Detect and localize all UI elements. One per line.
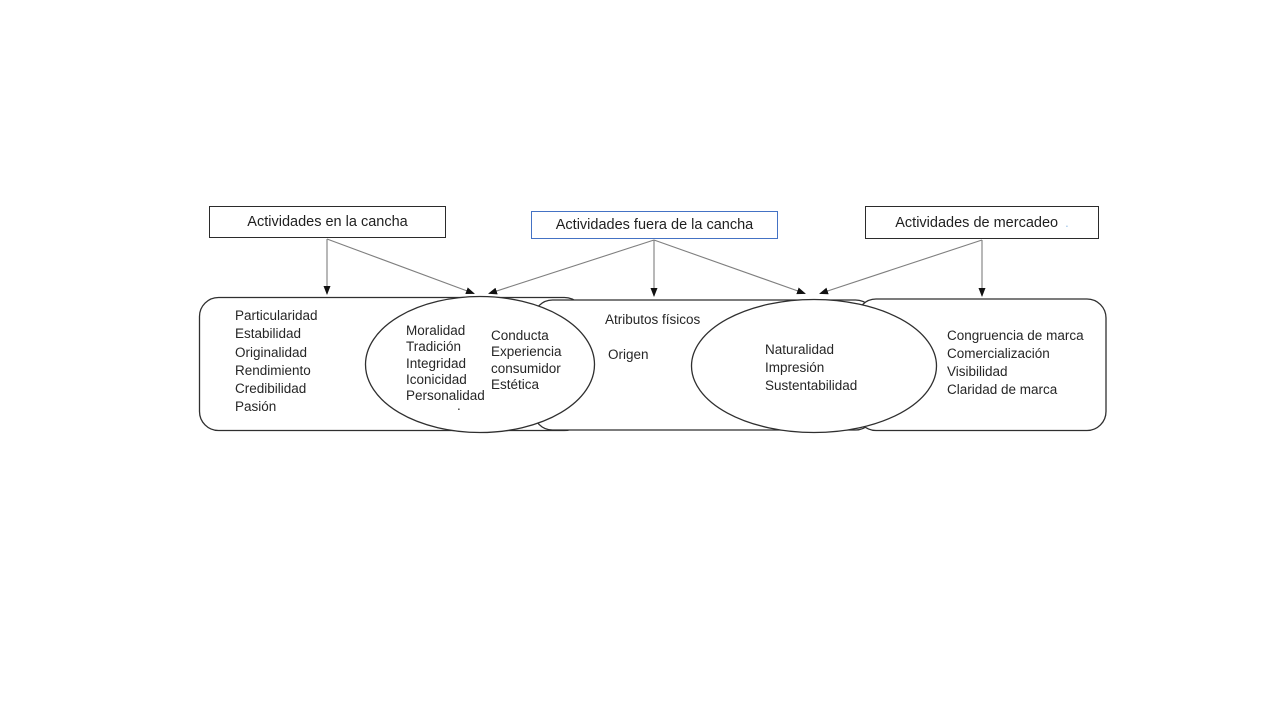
list-item: Naturalidad xyxy=(765,342,835,357)
list-item: Pasión xyxy=(235,399,277,415)
list-item: Estética xyxy=(491,376,540,392)
list-item: Estabilidad xyxy=(235,326,302,342)
activities-marketing-label: Actividades de mercadeo xyxy=(895,214,1059,231)
list-item: Conducta xyxy=(491,328,549,343)
arrow-marketing-to-ellipse2 xyxy=(819,239,983,295)
arrow-offcourt-to-ellipse2 xyxy=(653,239,806,295)
arrow-oncourt-to-ellipse1 xyxy=(326,238,475,295)
activities-on-court-box: Actividades en la cancha xyxy=(209,206,446,238)
overlap1-attributes-column-a: Moralidad Tradición Integridad Iconicida… xyxy=(406,323,485,404)
list-item: Credibilidad xyxy=(235,381,307,397)
list-item: Congruencia de marca xyxy=(947,328,1084,343)
origin-label: Origen xyxy=(608,347,649,362)
overlap-ellipse-offcourt-marketing xyxy=(690,298,938,434)
on-court-attributes-list: Particularidad Estabilidad Originalidad … xyxy=(235,307,318,417)
activities-off-court-label: Actividades fuera de la cancha xyxy=(555,217,754,233)
list-item: Particularidad xyxy=(235,308,318,323)
overlap-ellipse-court-offcourt xyxy=(364,295,596,434)
list-item: Comercialización xyxy=(947,346,1050,361)
list-item: Claridad de marca xyxy=(947,382,1058,397)
list-item: Iconicidad xyxy=(406,371,467,387)
list-item: Experiencia xyxy=(491,344,562,360)
activities-on-court-label: Actividades en la cancha xyxy=(247,214,408,230)
list-item: Moralidad xyxy=(406,323,466,338)
list-item: Originalidad xyxy=(235,344,308,360)
list-item: Tradición xyxy=(406,339,462,355)
activities-marketing-box: Actividades de mercadeo . xyxy=(865,206,1099,239)
marketing-attributes-list: Congruencia de marca Comercialización Vi… xyxy=(947,327,1084,399)
list-item: Impresión xyxy=(765,360,825,375)
list-item: Visibilidad xyxy=(947,364,1008,379)
overlap1-attributes-column-b: Conducta Experiencia consumidor Estética xyxy=(491,328,562,393)
list-item: Integridad xyxy=(406,355,467,371)
activities-off-court-box: Actividades fuera de la cancha xyxy=(531,211,778,239)
faint-period-mark: . xyxy=(1065,215,1069,230)
overlap2-attributes-list: Naturalidad Impresión Sustentabilidad xyxy=(765,341,857,395)
list-item: consumidor xyxy=(491,360,561,376)
physical-attributes-label: Atributos físicos xyxy=(605,312,701,327)
list-item: Personalidad xyxy=(406,388,485,404)
list-item: Sustentabilidad xyxy=(765,378,858,393)
arrow-offcourt-to-ellipse1 xyxy=(488,239,655,295)
stray-period-mark: . xyxy=(457,398,461,413)
list-item: Rendimiento xyxy=(235,362,311,378)
